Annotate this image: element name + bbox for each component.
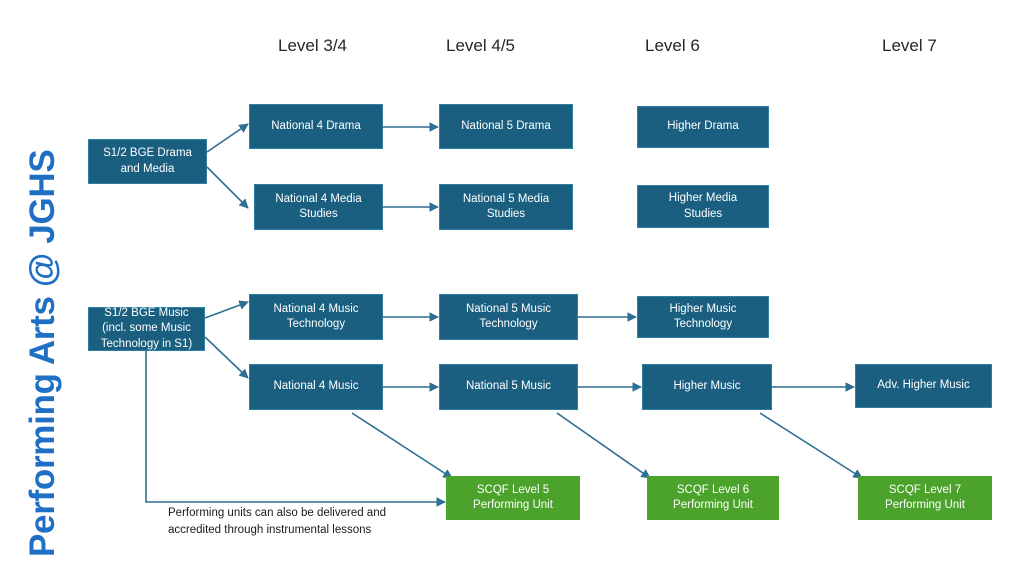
node-higher-music-technology[interactable]: Higher Music Technology — [637, 296, 769, 338]
node-higher-media-studies[interactable]: Higher Media Studies — [637, 185, 769, 228]
node-adv-higher-music[interactable]: Adv. Higher Music — [855, 364, 992, 408]
node-national-5-music-technology[interactable]: National 5 Music Technology — [439, 294, 578, 340]
node-higher-music[interactable]: Higher Music — [642, 364, 772, 410]
node-scqf-level-7-performing-unit[interactable]: SCQF Level 7 Performing Unit — [858, 476, 992, 520]
node-national-4-music-technology[interactable]: National 4 Music Technology — [249, 294, 383, 340]
node-national-5-media-studies[interactable]: National 5 Media Studies — [439, 184, 573, 230]
column-header-level-3-4: Level 3/4 — [278, 36, 347, 55]
footnote-text: Performing units can also be delivered a… — [168, 507, 386, 536]
edge-bge-music-to-nat4-music — [204, 336, 249, 379]
edge-nat4-music-to-scqf5 — [351, 412, 453, 479]
edge-nat5-music-to-scqf6 — [556, 412, 651, 479]
edge-higher-music-to-scqf7 — [759, 412, 863, 479]
node-national-4-drama[interactable]: National 4 Drama — [249, 104, 383, 149]
node-bge-drama-and-media[interactable]: S1/2 BGE Drama and Media — [88, 139, 207, 184]
edge-bge-drama-to-nat4-media — [206, 166, 249, 209]
node-national-5-drama[interactable]: National 5 Drama — [439, 104, 573, 149]
edge-bge-music-to-nat4-musictech — [204, 300, 249, 319]
edge-bge-drama-to-nat4-drama — [206, 123, 249, 153]
column-header-level-7: Level 7 — [882, 36, 937, 55]
node-bge-music[interactable]: S1/2 BGE Music (incl. some Music Technol… — [88, 307, 205, 351]
page-title: Performing Arts @ JGHS — [23, 149, 62, 557]
node-scqf-level-5-performing-unit[interactable]: SCQF Level 5 Performing Unit — [446, 476, 580, 520]
node-national-4-media-studies[interactable]: National 4 Media Studies — [254, 184, 383, 230]
node-national-5-music[interactable]: National 5 Music — [439, 364, 578, 410]
column-header-level-6: Level 6 — [645, 36, 700, 55]
column-header-level-4-5: Level 4/5 — [446, 36, 515, 55]
node-higher-drama[interactable]: Higher Drama — [637, 106, 769, 148]
node-national-4-music[interactable]: National 4 Music — [249, 364, 383, 410]
node-scqf-level-6-performing-unit[interactable]: SCQF Level 6 Performing Unit — [647, 476, 779, 520]
